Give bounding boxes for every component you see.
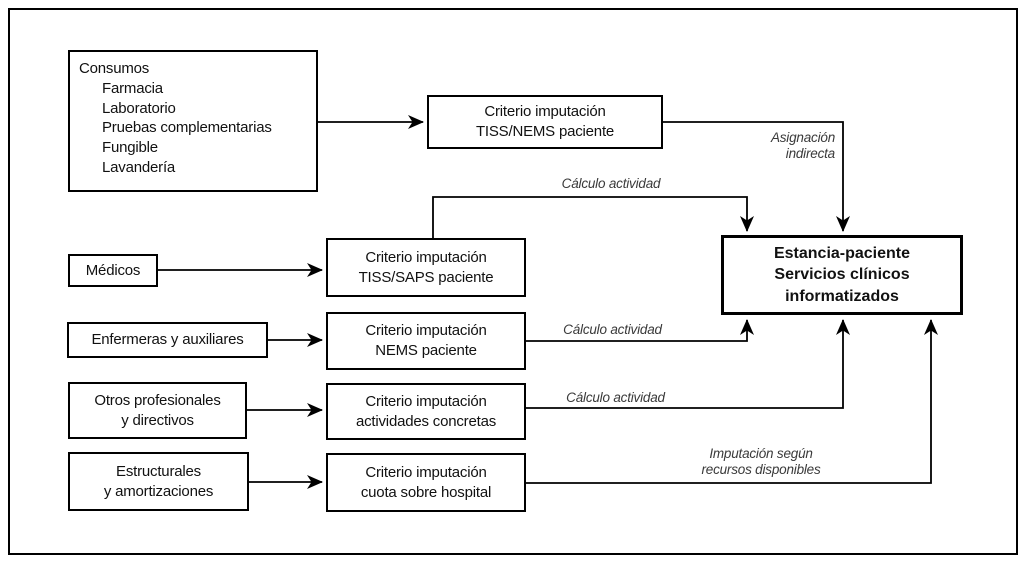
label-imputacion-recursos: Imputación según recursos disponibles <box>686 446 836 479</box>
otros-line2: y directivos <box>121 411 194 429</box>
box-criterio-tiss-nems: Criterio imputación TISS/NEMS paciente <box>427 95 663 149</box>
criterio-tiss-saps-line1: Criterio imputación <box>365 248 487 266</box>
otros-line1: Otros profesionales <box>94 391 221 409</box>
consumos-item-lavanderia: Lavandería <box>102 158 176 176</box>
estructurales-line1: Estructurales <box>116 462 201 480</box>
criterio-actividades-line1: Criterio imputación <box>365 392 487 410</box>
label-calculo-actividad-2: Cálculo actividad <box>563 322 662 337</box>
box-estancia-paciente: Estancia-paciente Servicios clínicos inf… <box>721 235 963 315</box>
consumos-item-farmacia: Farmacia <box>102 79 163 97</box>
arrow-actividades-to-main-bottom <box>526 319 850 409</box>
imputacion-line2: recursos disponibles <box>701 462 821 478</box>
box-medicos: Médicos <box>68 254 158 287</box>
estructurales-line2: y amortizaciones <box>103 482 214 500</box>
label-calculo-actividad-3: Cálculo actividad <box>566 390 665 405</box>
criterio-nems-line1: Criterio imputación <box>365 322 487 340</box>
criterio-tiss-nems-line1: Criterio imputación <box>484 103 606 121</box>
enfermeras-label: Enfermeras y auxiliares <box>91 331 244 349</box>
box-enfermeras: Enfermeras y auxiliares <box>67 322 268 358</box>
box-consumos: Consumos Farmacia Laboratorio Pruebas co… <box>68 50 318 192</box>
criterio-tiss-saps-line2: TISS/SAPS paciente <box>358 268 494 286</box>
asignacion-line2: indirecta <box>785 146 835 162</box>
estancia-line1: Estancia-paciente <box>773 244 911 262</box>
criterio-cuota-line2: cuota sobre hospital <box>360 483 492 501</box>
criterio-actividades-line2: actividades concretas <box>355 412 497 430</box>
consumos-item-fungible: Fungible <box>102 139 158 157</box>
criterio-cuota-line1: Criterio imputación <box>365 463 487 481</box>
estancia-line3: informatizados <box>785 287 899 305</box>
consumos-item-laboratorio: Laboratorio <box>102 99 176 117</box>
arrow-tisssaps-to-main-top <box>432 196 754 238</box>
arrow-cuota-to-main-bottom <box>526 319 938 484</box>
box-criterio-tiss-saps: Criterio imputación TISS/SAPS paciente <box>326 238 526 297</box>
criterio-nems-line2: NEMS paciente <box>375 342 477 359</box>
label-calculo-actividad-1: Cálculo actividad <box>561 176 661 191</box>
imputacion-line1: Imputación según <box>709 446 813 461</box>
label-asignacion-indirecta: Asignación indirecta <box>735 130 835 163</box>
criterio-tiss-nems-line2: TISS/NEMS paciente <box>475 123 615 140</box>
arrow-tissnems-to-main-top <box>663 121 850 232</box>
box-criterio-actividades: Criterio imputación actividades concreta… <box>326 383 526 440</box>
box-otros-profesionales: Otros profesionales y directivos <box>68 382 247 439</box>
outer-frame <box>8 8 1018 555</box>
box-criterio-nems: Criterio imputación NEMS paciente <box>326 312 526 370</box>
box-estructurales: Estructurales y amortizaciones <box>68 452 249 511</box>
consumos-item-pruebas: Pruebas complementarias <box>102 119 272 137</box>
box-criterio-cuota: Criterio imputación cuota sobre hospital <box>326 453 526 512</box>
estancia-line2: Servicios clínicos <box>774 266 910 284</box>
arrow-nems-to-main-bottom <box>526 319 754 342</box>
medicos-label: Médicos <box>85 261 141 279</box>
box-consumos-title: Consumos <box>79 60 150 77</box>
asignacion-line1: Asignación <box>770 130 835 145</box>
